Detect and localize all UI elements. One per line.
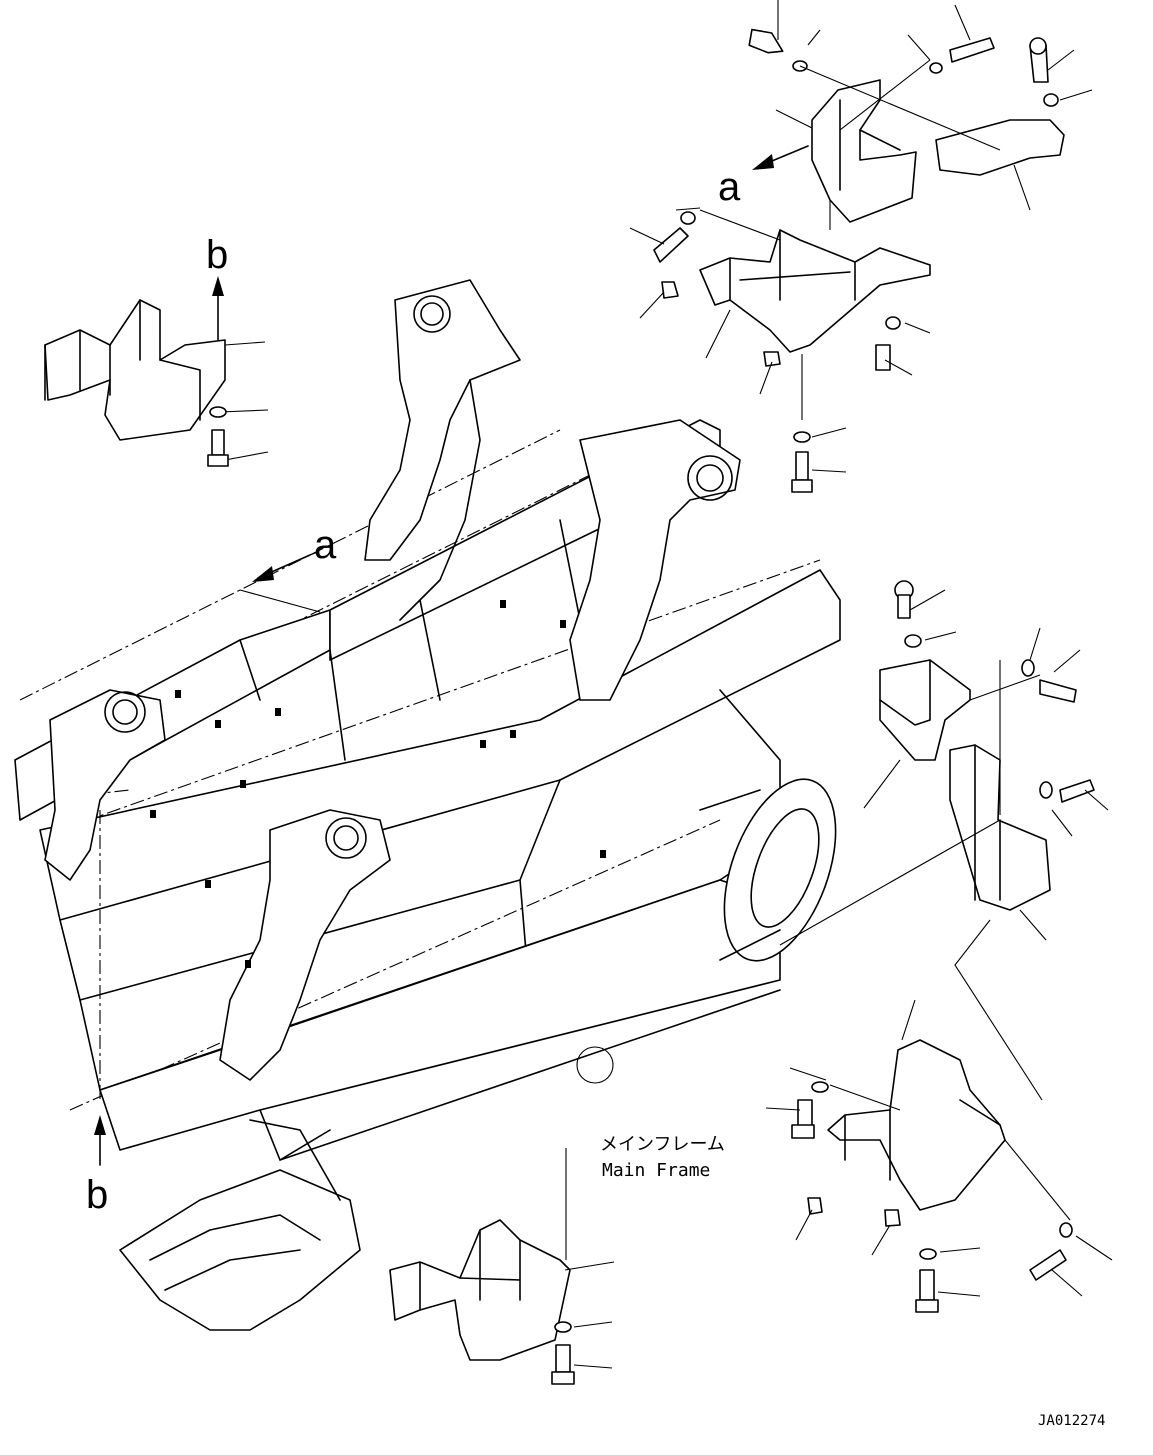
main-frame-label-en: Main Frame xyxy=(602,1160,710,1181)
view-a-arrow-top: a xyxy=(718,145,809,209)
view-b-arrow-bottom: b xyxy=(86,1115,108,1217)
view-a-arrow-frame: a xyxy=(239,523,337,613)
drawing-number: JA012274 xyxy=(1038,1413,1105,1429)
guard-assembly-top xyxy=(629,0,1093,493)
bracket-bottom-center xyxy=(389,1148,615,1385)
view-a-label-top: a xyxy=(718,165,741,209)
guard-assembly-right xyxy=(779,580,1109,1101)
main-frame-label-jp: メインフレーム xyxy=(600,1134,725,1155)
view-b-arrow-top: b xyxy=(206,233,228,341)
view-a-label-frame: a xyxy=(314,523,337,567)
bracket-bottom-right xyxy=(765,999,1113,1313)
view-b-label-bottom: b xyxy=(86,1173,108,1217)
view-b-label-top: b xyxy=(206,233,228,277)
bracket-b-upper xyxy=(44,299,269,467)
main-frame-callout: メインフレーム Main Frame xyxy=(600,1134,725,1181)
main-frame xyxy=(14,279,841,1331)
